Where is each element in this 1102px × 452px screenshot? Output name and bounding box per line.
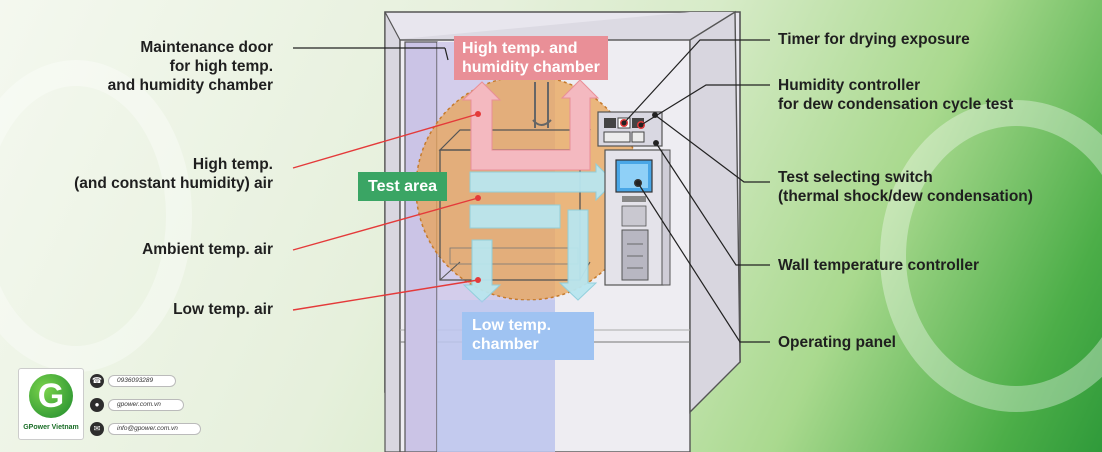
mail-icon: ✉ [90, 422, 104, 436]
label-high-temp-air: High temp. (and constant humidity) air [74, 156, 273, 192]
brand-logo-card: G GPower Vietnam [18, 368, 84, 440]
phone-icon: ☎ [90, 374, 104, 388]
label-operating-panel: Operating panel [778, 334, 896, 351]
right-leader-lines [623, 39, 770, 343]
zone-high-temp-humidity-chamber: High temp. and humidity chamber [454, 36, 608, 80]
zone-test-area: Test area [358, 172, 448, 201]
left-leader-lines [292, 47, 481, 311]
zone-low-temp-chamber: Low temp. chamber [462, 312, 594, 360]
label-maintenance-door: Maintenance door for high temp. and humi… [107, 39, 273, 94]
brand-logo-icon: G [29, 374, 73, 418]
globe-icon: ● [90, 398, 104, 412]
label-timer-drying-exposure: Timer for drying exposure [778, 31, 970, 48]
label-ambient-temp-air: Ambient temp. air [142, 241, 273, 258]
label-wall-temperature-controller: Wall temperature controller [778, 257, 979, 274]
contact-phone: ☎ 0936093289 [90, 374, 177, 388]
control-panel [597, 111, 671, 286]
contact-email: ✉ info@gpower.com.vn [90, 422, 201, 436]
label-humidity-controller: Humidity controller for dew condensation… [778, 77, 1014, 113]
brand-name: GPower Vietnam [23, 424, 79, 431]
cool-air-arrows [462, 162, 615, 303]
contact-website: ● gpower.com.vn [90, 398, 184, 412]
label-low-temp-air: Low temp. air [173, 301, 273, 318]
warm-air-arrows [461, 79, 600, 171]
label-test-selecting-switch: Test selecting switch (thermal shock/dew… [778, 169, 1033, 205]
